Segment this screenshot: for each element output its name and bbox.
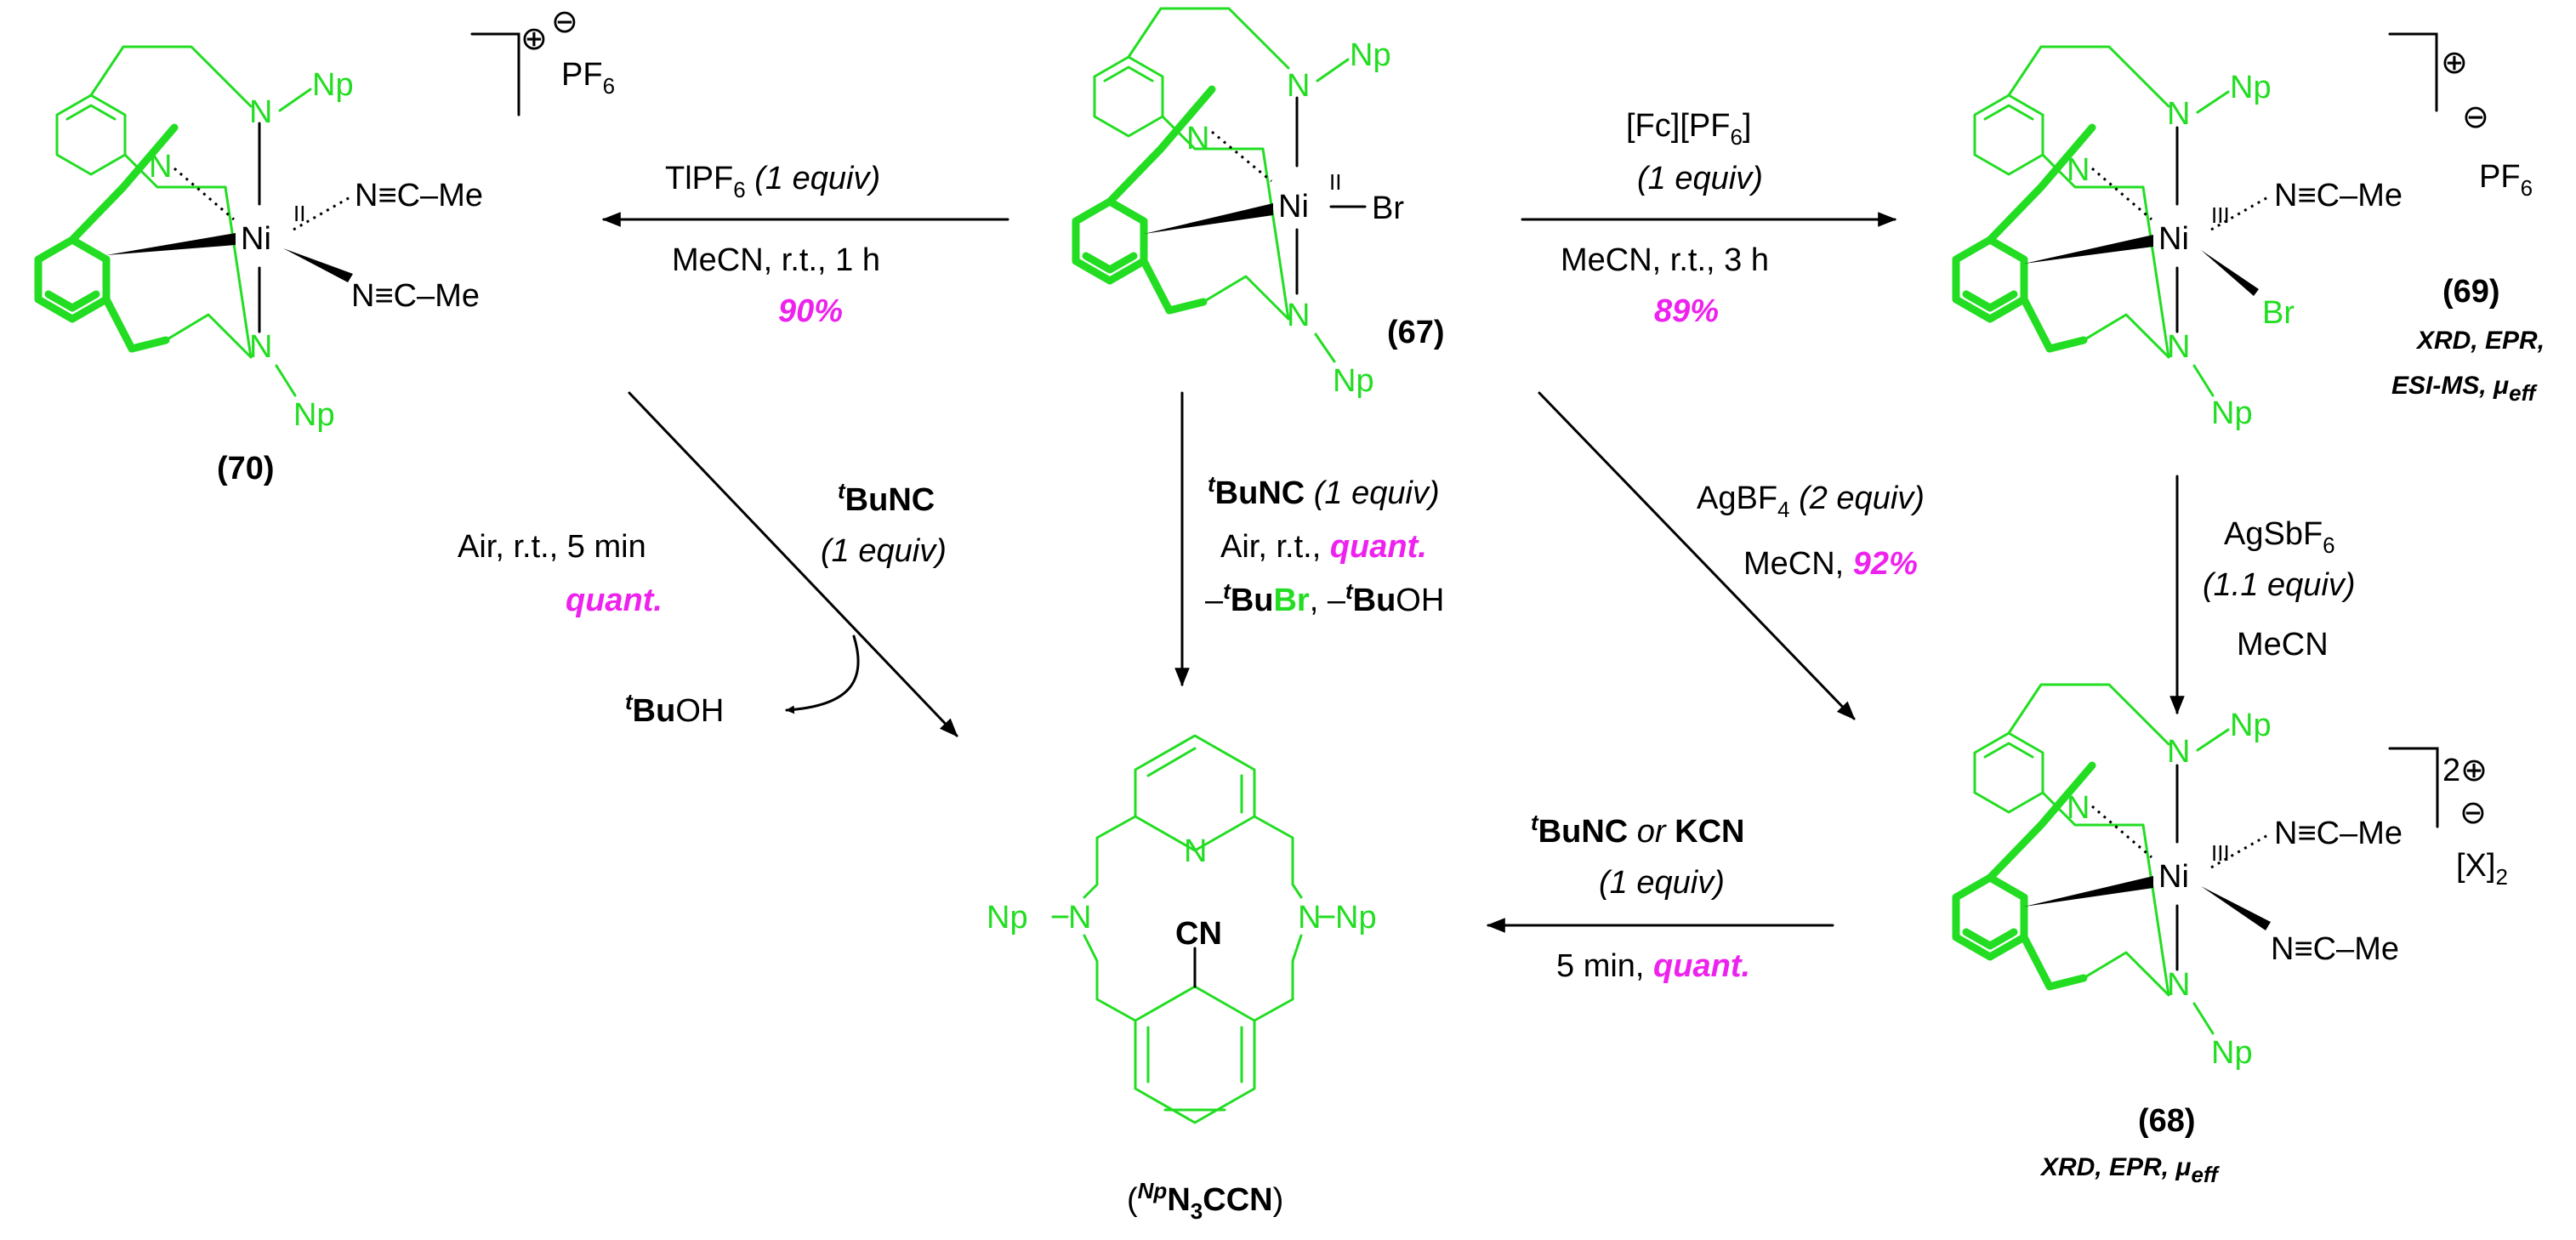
compound-label: (70) bbox=[217, 451, 275, 486]
byproducts-from67: –tBuBr, –tBuOH bbox=[1205, 578, 1444, 618]
acetonitrile-ligand-1: N≡C–Me bbox=[2274, 816, 2403, 851]
oxidation-state: II bbox=[293, 201, 305, 226]
conditions-from70: Air, r.t., 5 min bbox=[458, 529, 646, 565]
conditions-69to68: MeCN bbox=[2237, 627, 2329, 663]
cation-charge-70: ⊕ bbox=[520, 21, 548, 57]
oxidation-state: III bbox=[2211, 202, 2230, 228]
reagent-tlpf6: TlPF6 (1 equiv) bbox=[665, 161, 880, 202]
np-top: Np bbox=[2230, 70, 2272, 105]
arrow-70-to-product bbox=[628, 391, 958, 737]
arrow-67-to-68 bbox=[1538, 391, 1856, 720]
cyano-group: CN bbox=[1175, 916, 1222, 952]
yield-from70: quant. bbox=[566, 583, 662, 618]
reagent-fcpf6: [Fc][PF6] bbox=[1626, 108, 1751, 150]
equiv-from70: (1 equiv) bbox=[821, 533, 947, 569]
compound-label-69: (69) bbox=[2442, 274, 2500, 310]
compound-label: (68) bbox=[2138, 1103, 2196, 1139]
n-pyridine: N bbox=[1186, 121, 1209, 156]
conditions-to69: MeCN, r.t., 3 h bbox=[1561, 242, 1769, 278]
np-bottom: Np bbox=[2211, 1035, 2253, 1071]
n-amine-right: N bbox=[1298, 900, 1321, 936]
product-label: (NpN3CCN) bbox=[1127, 1178, 1283, 1224]
reagent-agbf4: AgBF4 (2 equiv) bbox=[1697, 481, 1925, 522]
n-amine-bottom: N bbox=[2167, 329, 2190, 365]
np-top: Np bbox=[312, 67, 354, 103]
methods-69-line1: XRD, EPR, bbox=[2415, 327, 2545, 355]
ni-atom: Ni bbox=[241, 221, 271, 257]
ni-atom: Ni bbox=[2158, 221, 2189, 257]
compound-67: Ni II Br N N N Np Np (67) bbox=[1076, 9, 1445, 399]
np-bottom: Np bbox=[293, 397, 335, 433]
reagent-tbunc-67: tBuNC (1 equiv) bbox=[1208, 471, 1440, 511]
cation-charge-68: 2⊕ bbox=[2442, 753, 2488, 788]
cation-charge-69: ⊕ bbox=[2441, 45, 2468, 81]
equiv-69to68: (1.1 equiv) bbox=[2203, 567, 2356, 603]
np-bottom: Np bbox=[2211, 395, 2253, 431]
conditions-to70: MeCN, r.t., 1 h bbox=[672, 242, 880, 278]
compound-70: Ni II N N N Np Np N≡C–Me N≡C–Me (70) bbox=[38, 47, 483, 486]
anion-charge-68: ⊖ bbox=[2459, 795, 2487, 831]
n-amine-top: N bbox=[1287, 68, 1310, 104]
oxidation-state: II bbox=[1329, 169, 1341, 195]
conditions-from67: Air, r.t., quant. bbox=[1220, 529, 1427, 565]
arrows bbox=[601, 212, 2185, 933]
n-amine-top: N bbox=[2167, 96, 2190, 132]
acetonitrile-ligand-2: N≡C–Me bbox=[2271, 931, 2399, 967]
n-pyridine: N bbox=[149, 149, 172, 185]
anion-70: PF6 bbox=[561, 57, 615, 99]
anion-69: PF6 bbox=[2479, 159, 2533, 201]
ni-atom: Ni bbox=[1278, 189, 1309, 225]
conditions-68toProduct: 5 min, quant. bbox=[1556, 948, 1750, 984]
oxidation-state: III bbox=[2211, 840, 2230, 866]
compound-69: Ni III N≡C–Me Br N N N Np Np bbox=[1956, 47, 2403, 431]
np-top: Np bbox=[1350, 37, 1391, 73]
np-top: Np bbox=[2230, 708, 2272, 743]
np-right: Np bbox=[1335, 900, 1377, 936]
anion-charge-70: ⊖ bbox=[551, 4, 578, 40]
acetonitrile-ligand-2: N≡C–Me bbox=[351, 278, 480, 314]
yield-to70: 90% bbox=[778, 293, 843, 329]
equiv-to69: (1 equiv) bbox=[1637, 161, 1763, 196]
arrow-byproduct-tbuoh bbox=[785, 634, 860, 714]
acetonitrile-ligand-1: N≡C–Me bbox=[355, 178, 483, 213]
acetonitrile-ligand: N≡C–Me bbox=[2274, 178, 2403, 213]
n-amine-top: N bbox=[2167, 734, 2190, 770]
n-amine-left: N bbox=[1068, 900, 1091, 936]
anion-charge-69: ⊖ bbox=[2462, 100, 2489, 135]
methods-69-line2: ESI-MS, μeff bbox=[2391, 372, 2538, 406]
n-pyridine: N bbox=[1184, 833, 1207, 869]
equiv-68toProduct: (1 equiv) bbox=[1599, 865, 1725, 901]
bromide-ligand: Br bbox=[1372, 191, 1404, 226]
bromide-ligand: Br bbox=[2262, 295, 2295, 331]
np-left: Np bbox=[987, 900, 1028, 936]
anion-68: [X]2 bbox=[2456, 848, 2508, 890]
n-amine-bottom: N bbox=[249, 329, 272, 365]
compound-label: (67) bbox=[1387, 315, 1445, 350]
byproduct-tbuoh: tBuOH bbox=[625, 689, 724, 729]
reagent-agsbf6: AgSbF6 bbox=[2224, 516, 2335, 558]
product-macrocycle: N N N Np Np CN (NpN3CCN) bbox=[987, 734, 1377, 1224]
n-pyridine: N bbox=[2067, 152, 2090, 188]
yield-to69: 89% bbox=[1654, 293, 1719, 329]
methods-68: XRD, EPR, μeff bbox=[2039, 1153, 2220, 1187]
n-amine-bottom: N bbox=[1287, 298, 1310, 333]
np-bottom: Np bbox=[1333, 363, 1374, 399]
n-pyridine: N bbox=[2067, 790, 2090, 826]
compound-68: Ni III N≡C–Me N≡C–Me N N N Np Np (68) XR… bbox=[1956, 685, 2403, 1187]
n-amine-top: N bbox=[249, 94, 272, 130]
ni-atom: Ni bbox=[2158, 859, 2189, 895]
reagent-tbunc-70: tBuNC bbox=[838, 478, 935, 518]
reagent-tbunc-kcn: tBuNC or KCN bbox=[1531, 810, 1744, 850]
conditions-to68: MeCN, 92% bbox=[1743, 546, 1918, 582]
n-amine-bottom: N bbox=[2167, 967, 2190, 1003]
